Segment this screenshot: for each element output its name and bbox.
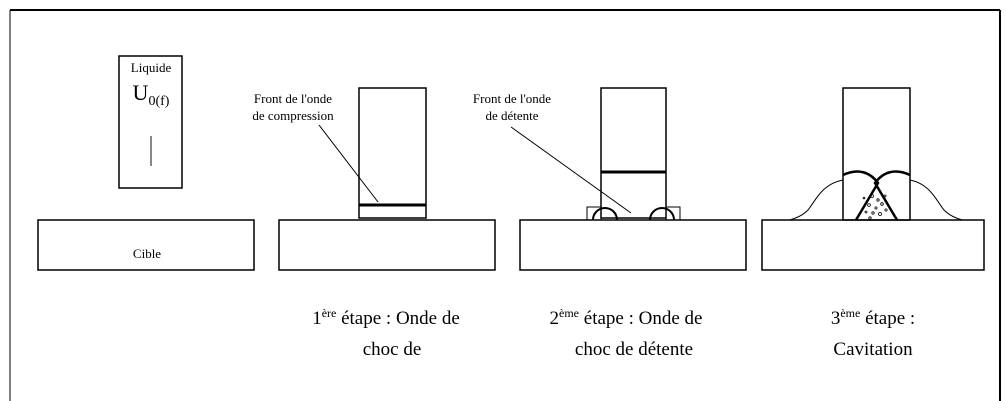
caption-step-suffix: ème xyxy=(559,306,579,320)
annotation-line1: Front de l'onde xyxy=(254,91,332,106)
caption-text: étape : Onde de xyxy=(336,308,459,329)
caption-step-number: 1 xyxy=(312,308,322,329)
right-wave-arc xyxy=(649,207,675,221)
caption-step-suffix: ème xyxy=(840,306,860,320)
caption-line2: choc de xyxy=(363,339,422,360)
liquid-label: Liquide xyxy=(131,60,172,75)
annotation-line2: de compression xyxy=(252,108,334,123)
velocity-symbol: U xyxy=(133,80,149,105)
left-wave-arc xyxy=(592,207,618,221)
target-block xyxy=(278,219,496,271)
left-wave-wedge xyxy=(842,170,880,221)
annotation-leader xyxy=(510,126,632,214)
caption-line1: 2ème étape : Onde de xyxy=(550,306,703,329)
caption-step-number: 2 xyxy=(550,308,560,329)
target-label: Cible xyxy=(133,246,161,261)
caption-line1: 1ère étape : Onde de xyxy=(312,306,460,329)
liquid-column xyxy=(600,87,667,219)
caption-line2: Cavitation xyxy=(833,339,913,360)
caption-text: étape : Onde de xyxy=(579,308,702,329)
cavitation-bubbles xyxy=(862,194,888,220)
liquid-column xyxy=(358,87,427,219)
right-wave-wedge xyxy=(873,170,911,221)
target-block xyxy=(761,219,985,271)
caption-step-number: 3 xyxy=(831,308,841,329)
caption-line2: choc de détente xyxy=(575,339,693,360)
caption-line1: 3ème étape : xyxy=(831,306,915,329)
left-jet-flow xyxy=(789,179,844,221)
figure-frame xyxy=(9,9,1001,401)
panel-initial: Liquide U0(f) Cible xyxy=(37,55,255,271)
annotation-leader xyxy=(318,124,379,203)
right-jet-flow xyxy=(909,179,963,221)
target-block xyxy=(519,219,747,271)
target-block xyxy=(37,219,255,271)
velocity-label: U0(f) xyxy=(133,80,170,109)
annotation-line1: Front de l'onde xyxy=(473,91,551,106)
panel-cavitation: 3ème étape : Cavitation xyxy=(761,87,985,360)
caption-text: étape : xyxy=(860,308,915,329)
liquid-column xyxy=(118,55,183,189)
velocity-subscript: 0(f) xyxy=(148,94,169,109)
panel-expansion: Front de l'onde de détente 2ème étape : … xyxy=(473,87,747,360)
caption-step-suffix: ère xyxy=(322,306,337,320)
panel-compression: Front de l'onde de compression 1ère étap… xyxy=(252,87,496,360)
annotation-line2: de détente xyxy=(485,108,538,123)
